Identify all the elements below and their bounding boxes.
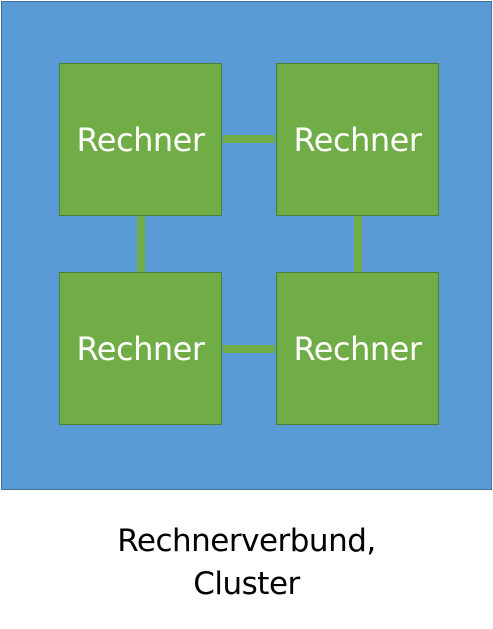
computer-node-bottom-left: Rechner: [59, 272, 222, 425]
node-label: Rechner: [76, 329, 205, 368]
connection-left: [137, 216, 145, 272]
connection-top: [223, 135, 275, 143]
connection-bottom: [223, 345, 275, 353]
connection-right: [354, 216, 362, 272]
computer-node-top-left: Rechner: [59, 63, 222, 216]
caption-line-1: Rechnerverbund,: [117, 523, 376, 559]
diagram-caption: Rechnerverbund, Cluster: [0, 520, 493, 606]
node-label: Rechner: [293, 120, 422, 159]
computer-node-top-right: Rechner: [276, 63, 439, 216]
node-label: Rechner: [293, 329, 422, 368]
caption-line-2: Cluster: [193, 566, 300, 602]
computer-node-bottom-right: Rechner: [276, 272, 439, 425]
node-label: Rechner: [76, 120, 205, 159]
